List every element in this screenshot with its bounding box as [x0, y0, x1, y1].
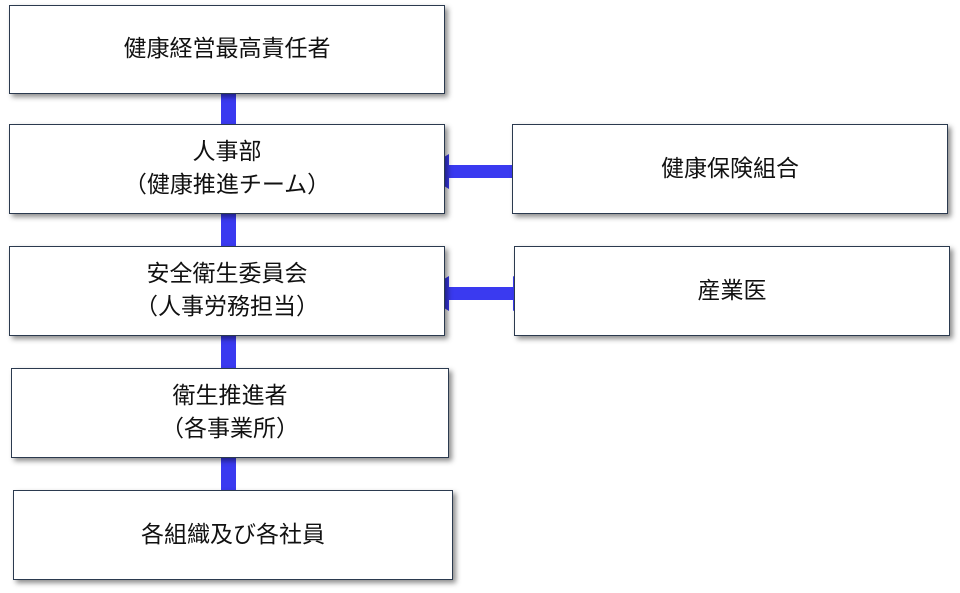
connector-ceo-hr	[221, 93, 236, 125]
box-health-insurance: 健康保険組合	[512, 124, 948, 214]
box-industrial-doctor: 産業医	[514, 246, 950, 336]
committee-sublabel: （人事労務担当）	[135, 294, 319, 320]
connector-promoter-staff	[221, 457, 236, 491]
ceo-label: 健康経営最高責任者	[123, 36, 331, 62]
box-all-staff: 各組織及び各社員	[13, 490, 453, 580]
hr-sublabel: （健康推進チーム）	[123, 172, 331, 198]
committee-label: 安全衛生委員会	[146, 261, 308, 287]
staff-label: 各組織及び各社員	[141, 521, 325, 548]
hr-label: 人事部	[192, 139, 262, 165]
insurance-label: 健康保険組合	[661, 155, 799, 182]
connector-committee-promoter	[221, 336, 236, 370]
box-hygiene-promoter: 衛生推進者 （各事業所）	[11, 368, 449, 458]
promoter-label: 衛生推進者	[172, 383, 288, 409]
box-hr-department: 人事部 （健康推進チーム）	[9, 124, 445, 214]
promoter-sublabel: （各事業所）	[161, 416, 299, 442]
doctor-label: 産業医	[697, 277, 767, 304]
box-ceo: 健康経営最高責任者	[9, 5, 445, 94]
box-safety-committee: 安全衛生委員会 （人事労務担当）	[9, 246, 445, 336]
connector-hr-committee	[221, 213, 236, 247]
